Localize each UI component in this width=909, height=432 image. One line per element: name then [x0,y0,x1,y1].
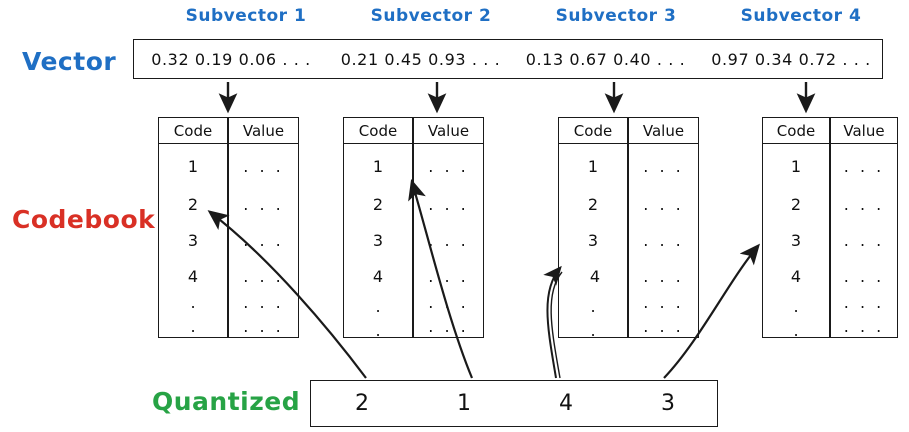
codebook-table-3: Code Value 1 . . . 2 . . . 3 . . . 4 . .… [558,117,699,340]
codebook-2-value-6: . . . [428,316,469,336]
codebook-2-code-5: . [375,296,381,316]
codebook-2-value-5: . . . [428,292,469,312]
codebook-3-header-value: Value [642,122,685,140]
codebook-2-code-4: 4 [372,266,384,286]
codebook-2-header-code: Code [358,122,398,140]
codebook-table-1: Code Value 1 . . . 2 . . . 3 . . . 4 . .… [158,117,299,338]
codebook-4-value-6: . . . [843,316,885,336]
codebook-4-code-5: . [793,296,799,316]
codebook-4-value-4: . . . [843,266,885,286]
codebook-4-value-5: . . . [843,292,885,312]
codebook-4-column-divider [829,118,831,337]
codebook-1-value-3: . . . [243,230,284,250]
codebook-1-header-code: Code [173,122,213,140]
codebook-4-code-1: 1 [790,156,802,176]
quantized-code-3: 4 [559,391,573,416]
codebook-1-value-4: . . . [243,266,284,286]
codebook-2-value-2: . . . [428,194,469,214]
vector-segment-3: 0.13 0.67 0.40 . . . [525,49,686,69]
codebook-3-column-divider [627,118,629,337]
vector-row-label: Vector [22,47,117,76]
quantized-row-label: Quantized [152,387,301,416]
subvector-title-3: Subvector 3 [555,6,677,26]
codebook-1-code-6: . [190,316,196,336]
codebook-row-label: Codebook [12,205,156,234]
codebook-4-value-2: . . . [843,194,885,214]
codebook-4-code-4: 4 [790,266,802,286]
codebook-1-header-value: Value [242,122,285,140]
codebook-1-code-4: 4 [187,266,199,286]
codebook-4-code-3: 3 [790,230,802,250]
codebook-3-code-5: . [590,296,596,316]
codebook-4-code-2: 2 [790,194,802,214]
vector-segment-1: 0.32 0.19 0.06 . . . [151,49,311,69]
codebook-3-value-1: . . . [643,156,684,176]
quantized-code-4: 3 [661,391,675,416]
codebook-table-2: Code Value 1 . . . 2 . . . 3 . . . 4 . .… [343,117,484,340]
codebook-4-header-code: Code [776,122,816,140]
subvector-title-2: Subvector 2 [370,6,492,26]
codebook-2-header-value: Value [427,122,470,140]
codebook-3-code-6: . [590,320,596,340]
codebook-1-code-3: 3 [187,230,199,250]
codebook-2-value-3: . . . [428,230,469,250]
codebook-2-code-2: 2 [372,194,384,214]
vector-segment-4: 0.97 0.34 0.72 . . . [711,49,871,69]
codebook-4-code-6: . [793,320,799,340]
codebook-1-value-1: . . . [243,156,284,176]
codebook-3-value-6: . . . [643,316,684,336]
codebook-2-value-4: . . . [428,266,469,286]
codebook-4-header-value: Value [843,122,885,140]
subvector-title-4: Subvector 4 [740,6,862,26]
quantized-code-1: 2 [355,391,369,416]
codebook-1-code-5: . [190,292,196,312]
codebook-3-code-1: 1 [587,156,599,176]
codebook-1-value-5: . . . [243,292,284,312]
codebook-1-value-2: . . . [243,194,284,214]
codebook-3-value-2: . . . [643,194,684,214]
codebook-table-4: Code Value 1 . . . 2 . . . 3 . . . 4 . .… [762,117,898,340]
vector-box: 0.32 0.19 0.06 . . . 0.21 0.45 0.93 . . … [133,39,883,79]
codebook-4-value-3: . . . [843,230,885,250]
codebook-2-code-6: . [375,320,381,340]
codebook-2-value-1: . . . [428,156,469,176]
codebook-3-code-3: 3 [587,230,599,250]
codebook-1-code-2: 2 [187,194,199,214]
quantized-code-2: 1 [457,391,471,416]
codebook-4-value-1: . . . [843,156,885,176]
codebook-3-code-4: 4 [589,266,601,286]
codebook-1-code-1: 1 [187,156,199,176]
codebook-3-code-2: 2 [587,194,599,214]
subvector-title-1: Subvector 1 [185,6,307,26]
codebook-3-header-code: Code [573,122,613,140]
quantized-box: 2 1 4 3 [310,380,718,427]
codebook-3-value-5: . . . [643,292,684,312]
codebook-2-code-3: 3 [372,230,384,250]
codebook-3-value-4: . . . [643,266,684,286]
codebook-3-value-3: . . . [643,230,684,250]
codebook-2-code-1: 1 [372,156,384,176]
vector-segment-2: 0.21 0.45 0.93 . . . [340,49,501,69]
codebook-1-value-6: . . . [243,316,284,336]
